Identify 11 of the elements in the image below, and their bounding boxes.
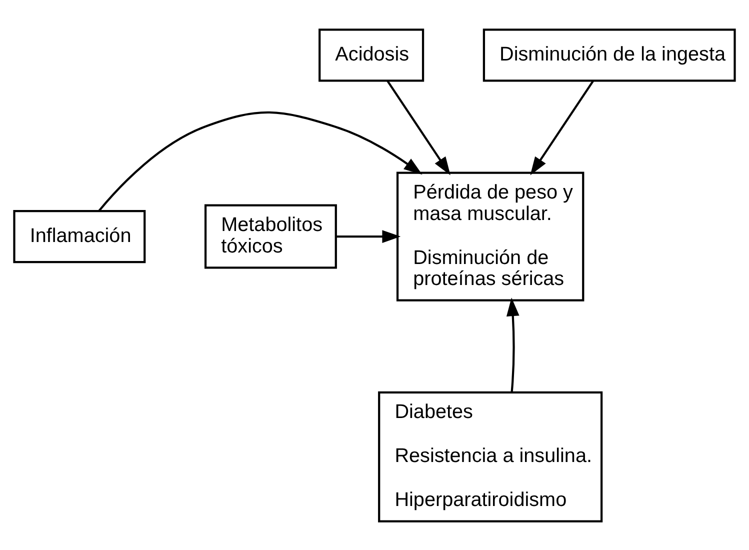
arrow	[98, 110, 422, 211]
node-box: Diabetes Resistencia a insulina. Hiperparatiroidismo	[378, 390, 603, 522]
node-box: Acidosis	[318, 28, 424, 82]
arrow	[336, 230, 401, 242]
arrow	[506, 297, 520, 392]
node-box: Inflamación	[13, 209, 146, 263]
arrow	[530, 80, 594, 175]
node-box: Metabolitos tóxicos	[204, 204, 337, 268]
node-box: Disminución de la ingesta	[482, 28, 736, 82]
arrow	[386, 80, 450, 175]
node-box: Pérdida de peso y masa muscular. Disminución de proteínas séricas	[396, 171, 584, 301]
